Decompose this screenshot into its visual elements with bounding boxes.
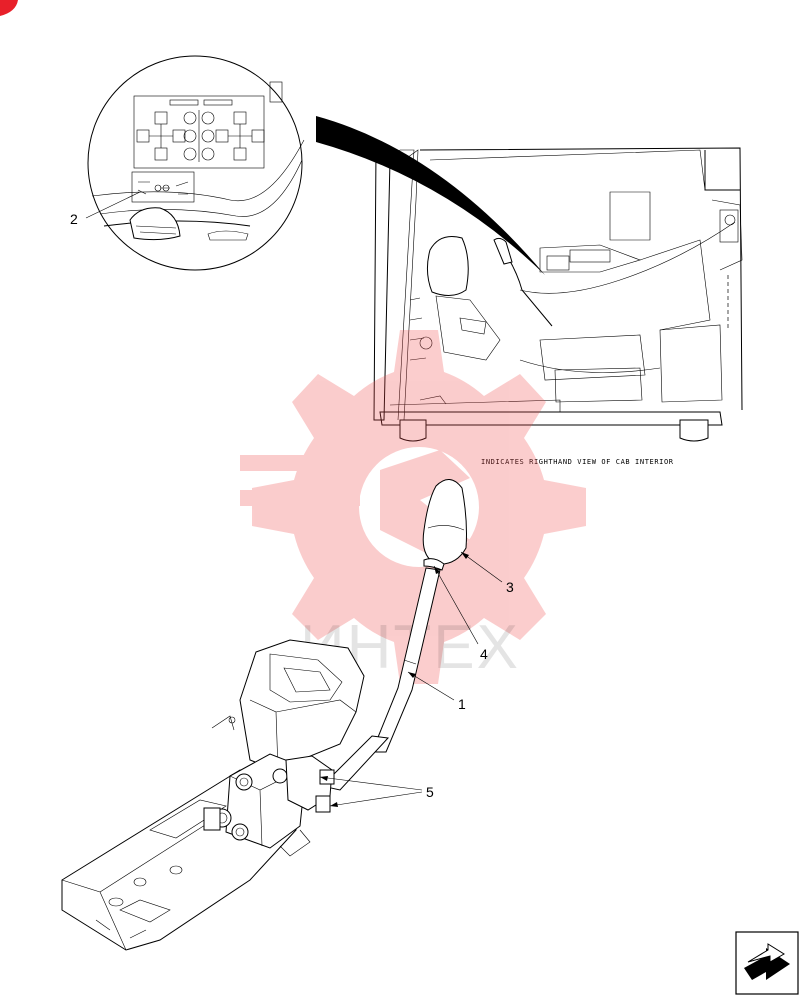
control-label-decal (131, 171, 195, 203)
shift-pattern-decal (133, 95, 265, 169)
control-valve (203, 753, 335, 857)
next-page-arrow-icon[interactable] (735, 931, 799, 995)
callout-5: 5 (426, 784, 434, 800)
callout-3: 3 (506, 579, 514, 595)
lever-knob (422, 479, 467, 565)
lever-assembly (321, 479, 467, 791)
lever-collar (423, 558, 445, 571)
zoom-detail-circle (87, 55, 305, 271)
zoom-leader-wedge (316, 116, 545, 275)
lever-rod (371, 567, 441, 753)
callout-2: 2 (70, 211, 78, 227)
cab-interior-view: INDICATES RIGHTHAND VIEW OF CAB INTERIOR (316, 116, 743, 466)
cab-view-caption: INDICATES RIGHTHAND VIEW OF CAB INTERIOR (481, 458, 674, 466)
corner-mark-icon (0, 0, 18, 16)
gear-icon (252, 330, 586, 684)
callout-1: 1 (458, 696, 466, 712)
callout-4: 4 (480, 646, 488, 662)
